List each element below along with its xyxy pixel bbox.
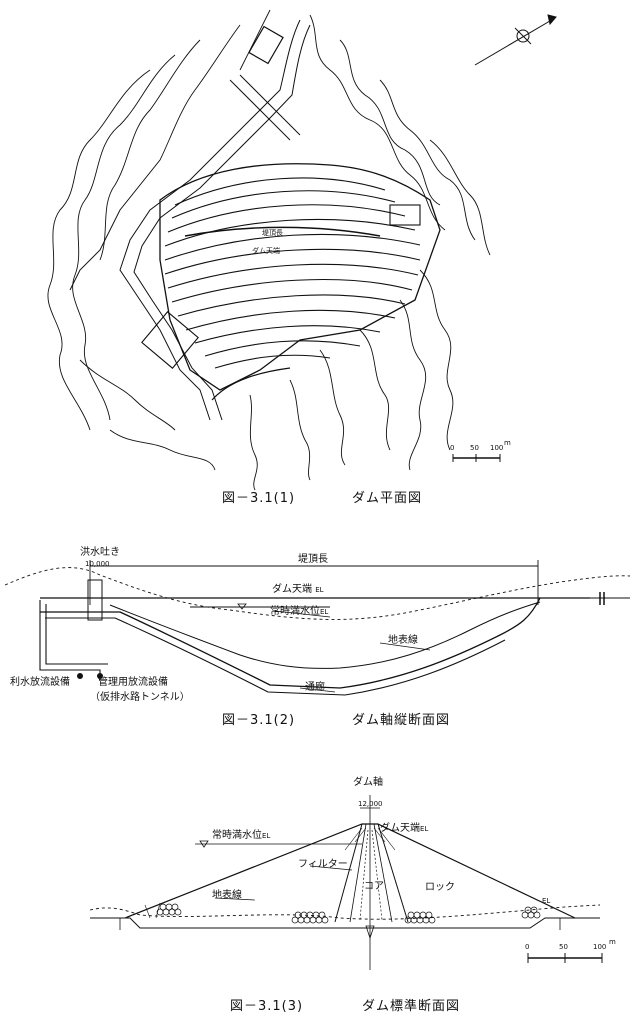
north-arrow-icon xyxy=(474,14,557,66)
diversion-tunnel-label: （仮排水路トンネル） xyxy=(90,692,190,703)
section-scale-bar xyxy=(527,953,603,963)
section-scale-zero: 0 xyxy=(525,943,530,951)
section-water-level-label: 常時満水位EL xyxy=(270,606,329,617)
foundation-outline xyxy=(40,597,541,689)
longitudinal-section-drawing xyxy=(4,560,631,696)
gallery-label: 通廊 xyxy=(305,682,325,693)
figure2-caption-title: ダム軸縦断面図 xyxy=(352,713,451,728)
figure1-caption-title: ダム平面図 xyxy=(352,491,423,506)
plan-scale-mid: 50 xyxy=(470,444,479,452)
outlet-structure xyxy=(141,311,199,369)
section-scale-unit: m xyxy=(609,938,616,946)
section-scale-mid: 50 xyxy=(559,943,568,951)
dam-body-arcs xyxy=(164,177,421,369)
spillway-label: 洪水吐き xyxy=(80,547,120,558)
control-building xyxy=(248,25,284,65)
dam-standard-section-figure: ダム軸 12,000 ダム天端EL 常時満水位EL フィルター コア ロック 地… xyxy=(0,770,634,1020)
dam-plan-figure: 堤頂長 ダム天端 0 50 100 m 図－ xyxy=(47,9,557,506)
right-abutment-structure xyxy=(389,204,421,226)
dam-axis-label: ダム軸 xyxy=(353,777,383,788)
section3-el-label: EL xyxy=(542,897,551,905)
spillway-channel xyxy=(69,19,311,421)
figure1-caption-number: 図－3.1(1) xyxy=(222,491,296,506)
crest-width-label: 12,000 xyxy=(358,800,383,808)
embankment-outline xyxy=(124,823,576,919)
filter-label: フィルター xyxy=(298,859,348,870)
section-crest-label: ダム天端 EL xyxy=(272,584,324,595)
section-crest-length-label: 堤頂長 xyxy=(298,554,328,565)
dam-plan-drawing: 堤頂長 ダム天端 xyxy=(47,9,557,491)
rock-label: ロック xyxy=(425,882,455,893)
plan-scale-bar xyxy=(452,454,501,462)
figure3-caption-title: ダム標準断面図 xyxy=(362,999,461,1014)
filter-pattern xyxy=(144,827,396,919)
management-outlet-label: 管理用放流設備 xyxy=(98,677,168,688)
core-label: コア xyxy=(364,881,384,892)
section-ground-label: 地表線 xyxy=(388,635,418,646)
section-scale-max: 100 xyxy=(593,943,607,951)
plan-crest-label: ダム天端 xyxy=(252,246,280,255)
plan-scale-unit: m xyxy=(504,439,511,447)
spillway-width-label: 10,000 xyxy=(85,560,110,568)
spillway-pier xyxy=(87,579,103,621)
section3-water-level-label: 常時満水位EL xyxy=(212,830,271,841)
figure2-caption-number: 図－3.1(2) xyxy=(222,713,296,728)
dam-longitudinal-section-figure: 洪水吐き 10,000 堤頂長 ダム天端 EL 常時満水位EL 地表線 通廊 利… xyxy=(0,530,634,730)
section3-crest-label: ダム天端EL xyxy=(380,823,429,834)
irrigation-outlet-label: 利水放流設備 xyxy=(10,677,70,688)
standard-section-drawing xyxy=(89,795,603,970)
plan-scale-max: 100 xyxy=(490,444,504,452)
contour-lines xyxy=(47,9,491,491)
rock-toe-icon xyxy=(156,903,541,924)
plan-crest-length-label: 堤頂長 xyxy=(262,228,283,237)
section3-ground-label: 地表線 xyxy=(212,890,242,901)
plan-scale-zero: 0 xyxy=(450,444,455,452)
figure3-caption-number: 図－3.1(3) xyxy=(230,999,304,1014)
